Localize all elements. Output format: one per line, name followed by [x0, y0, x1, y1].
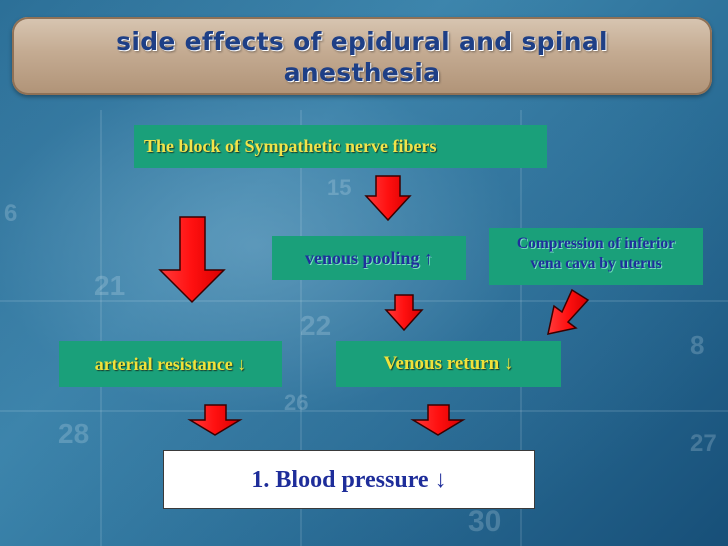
node-sympathetic-block: The block of Sympathetic nerve fibers [134, 125, 547, 168]
background-grid-line [520, 110, 522, 546]
background-number: 28 [58, 418, 90, 449]
arrow-diagonal-icon [547, 288, 590, 335]
node-ivc-compression: Compression of inferior vena cava by ute… [489, 228, 703, 285]
background-number: 6 [4, 200, 18, 227]
background-number: 27 [690, 430, 717, 457]
arrow-down-icon [384, 294, 424, 332]
background-grid-line [0, 300, 728, 302]
title-banner [12, 17, 712, 95]
background-number: 8 [690, 330, 705, 360]
arrow-down-icon [364, 175, 412, 222]
node-blood-pressure: 1. Blood pressure ↓ [163, 450, 535, 509]
arrow-down-icon [158, 216, 226, 304]
slide-title: side effects of epidural and spinal anes… [116, 27, 608, 87]
background-grid-line [300, 110, 302, 546]
arrow-down-icon [187, 404, 243, 436]
background-number: 26 [284, 390, 309, 415]
node-arterial-resistance: arterial resistance ↓ [59, 341, 282, 387]
background-grid-line [0, 410, 728, 412]
node-venous-pooling: venous pooling ↑ [272, 236, 466, 280]
node-venous-return: Venous return ↓ [336, 341, 561, 387]
background-grid-line [100, 110, 102, 546]
background-number: 15 [327, 175, 352, 200]
background-number: 22 [300, 310, 332, 341]
arrow-down-icon [410, 404, 466, 436]
background-number: 30 [468, 505, 502, 538]
background-number: 21 [94, 270, 126, 301]
